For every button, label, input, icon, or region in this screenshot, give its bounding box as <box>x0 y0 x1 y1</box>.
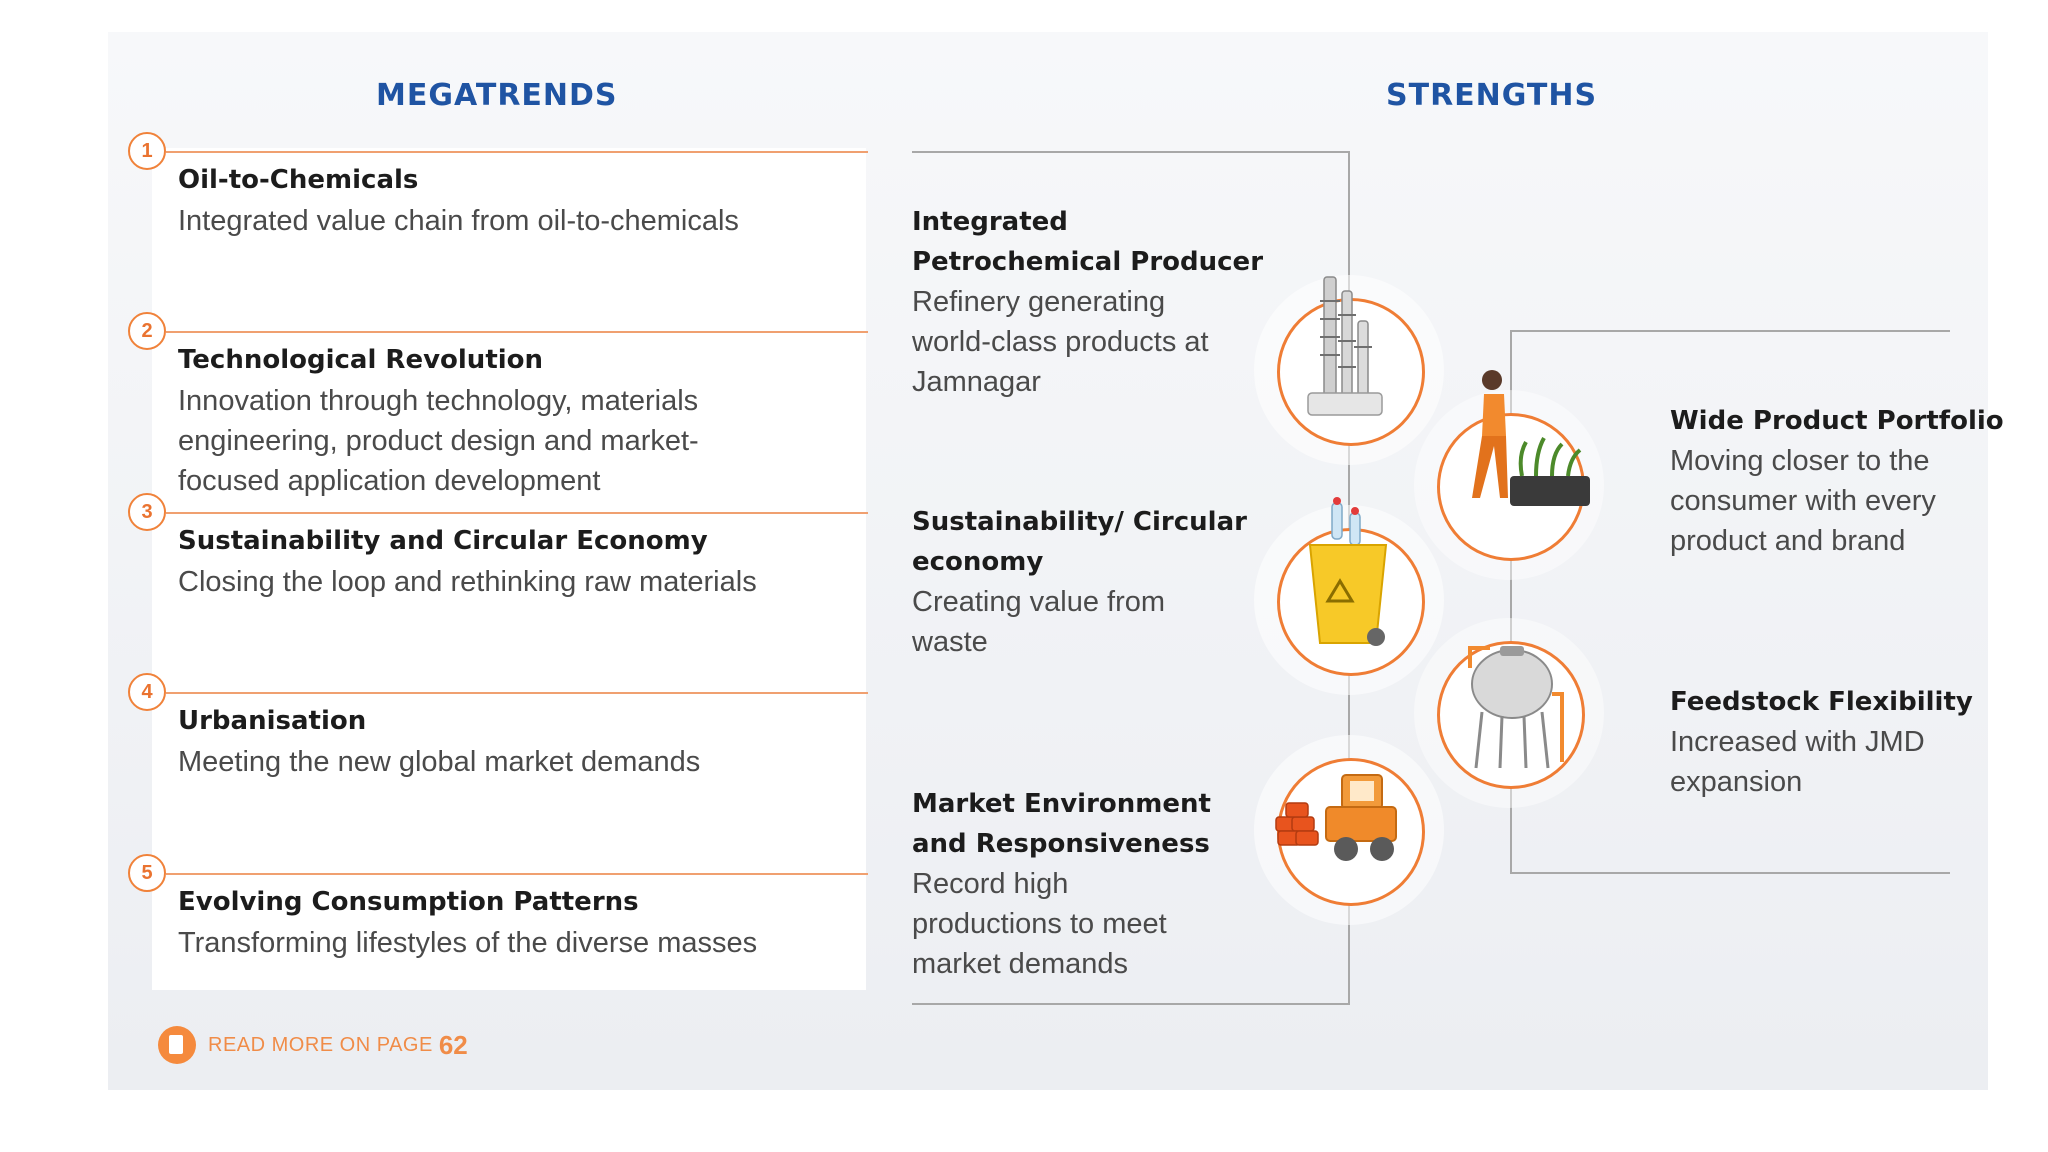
strength-description: Increased with JMD expansion <box>1670 726 1925 798</box>
divider-line <box>166 331 868 333</box>
bulldozer-icon <box>1275 758 1425 906</box>
megatrends-column <box>152 148 866 990</box>
divider-line <box>166 512 868 514</box>
strength-description: Record high productions to meet market d… <box>912 868 1167 980</box>
megatrend-title: Oil-to-Chemicals <box>178 165 419 195</box>
read-more-link[interactable]: READ MORE ON PAGE 62 <box>158 1026 468 1064</box>
right-bracket <box>1510 330 1950 874</box>
read-more-label: READ MORE ON PAGE <box>208 1033 433 1056</box>
megatrend-description: Innovation through technology, materials… <box>178 385 699 497</box>
read-more-page-number: 62 <box>438 1029 468 1060</box>
strengths-heading: STRENGTHS <box>1386 78 1598 113</box>
megatrend-title: Technological Revolution <box>178 345 544 375</box>
megatrend-description: Transforming lifestyles of the diverse m… <box>178 927 758 959</box>
strength-title: Sustainability/ Circular economy <box>912 507 1247 577</box>
megatrend-title: Sustainability and Circular Economy <box>178 526 708 556</box>
strength-description: Refinery generating world-class products… <box>912 286 1209 398</box>
megatrend-title: Urbanisation <box>178 706 367 736</box>
strength-title: Market Environment and Responsiveness <box>912 789 1211 859</box>
number-badge: 1 <box>128 132 166 170</box>
megatrend-description: Meeting the new global market demands <box>178 746 701 778</box>
number-badge: 5 <box>128 854 166 892</box>
megatrend-title: Evolving Consumption Patterns <box>178 887 639 917</box>
number-badge: 2 <box>128 312 166 350</box>
megatrend-description: Integrated value chain from oil-to-chemi… <box>178 205 739 237</box>
storage-tank-icon <box>1437 641 1585 789</box>
strength-title: Integrated Petrochemical Producer <box>912 207 1264 277</box>
strength-description: Moving closer to the consumer with every… <box>1670 445 1936 557</box>
megatrend-description: Closing the loop and rethinking raw mate… <box>178 566 757 598</box>
recycle-bin-icon <box>1277 497 1425 676</box>
refinery-icon <box>1277 276 1425 446</box>
divider-line <box>166 873 868 875</box>
page-icon <box>158 1026 196 1064</box>
number-badge: 4 <box>128 673 166 711</box>
gardener-plants-icon <box>1437 370 1590 561</box>
strength-description: Creating value from waste <box>912 586 1166 658</box>
divider-line <box>166 692 868 694</box>
number-badge: 3 <box>128 493 166 531</box>
divider-line <box>166 151 868 153</box>
strength-title: Wide Product Portfolio <box>1670 406 2004 436</box>
megatrends-heading: MEGATRENDS <box>376 78 618 113</box>
strength-title: Feedstock Flexibility <box>1670 687 1973 717</box>
